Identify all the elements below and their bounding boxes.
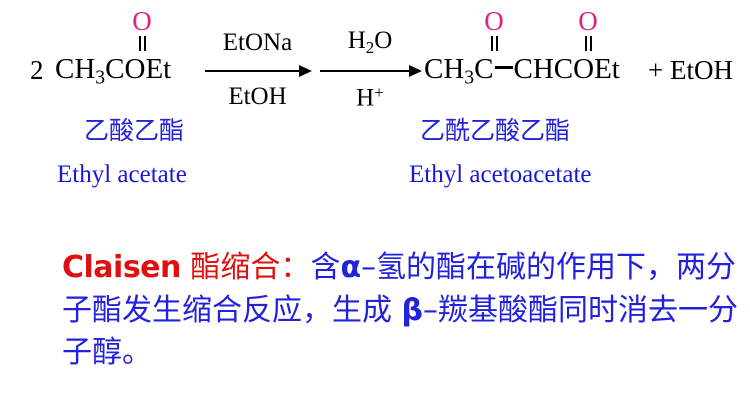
product-name-chinese: 乙酰乙酸乙酯 xyxy=(420,116,571,145)
product-formula-part1-prefix: CH xyxy=(424,53,465,85)
product-formula: CH3C CHCOEt xyxy=(424,55,620,88)
product-carbonyl-group-ester: O xyxy=(575,8,601,51)
water-prefix: H xyxy=(347,27,366,54)
reactant-formula-prefix: CH xyxy=(55,53,96,85)
double-bond-icon xyxy=(584,36,592,51)
single-bond-icon xyxy=(494,66,513,70)
description-body-part-3: –羰基酸酯同时消去一分子醇。 xyxy=(62,292,739,371)
stoichiometric-coefficient: 2 xyxy=(30,55,44,85)
reactant-name-chinese: 乙酸乙酯 xyxy=(84,116,185,145)
product-carbonyl-group-ketone: O xyxy=(481,8,507,51)
description-body-part-2: –氢的酯在碱的作用下，两分子酯发生缩合反应，生成 xyxy=(62,250,737,328)
reaction-arrow-icon xyxy=(320,64,422,77)
water-subscript: 2 xyxy=(365,37,375,57)
oxygen-atom-icon: O xyxy=(578,6,598,36)
proton-prefix: H xyxy=(356,84,375,112)
double-bond-icon xyxy=(490,36,498,51)
description-body-part-1: 含 xyxy=(310,250,341,285)
product-formula-part1-subscript: 3 xyxy=(464,66,475,89)
reactant-carbonyl-group: O xyxy=(129,8,155,51)
reagent-above-arrow-1: EtONa xyxy=(222,29,293,56)
reactant-formula: CH3COEt xyxy=(55,55,171,88)
description-paragraph: Claisen 酯缩合：含α–氢的酯在碱的作用下，两分子酯发生缩合反应，生成 β… xyxy=(62,247,742,375)
oxygen-atom-icon: O xyxy=(132,6,152,36)
beta-symbol: β xyxy=(401,292,424,328)
reaction-term: Claisen xyxy=(62,250,181,285)
product-name-english: Ethyl acetoacetate xyxy=(409,161,592,188)
double-bond-icon xyxy=(138,36,146,51)
oxygen-atom-icon: O xyxy=(484,6,504,36)
reaction-heading-chinese: 酯缩合： xyxy=(180,250,311,285)
reagent-below-arrow-2: H+ xyxy=(320,84,420,111)
byproduct-formula: + EtOH xyxy=(648,55,733,85)
reactant-formula-subscript: 3 xyxy=(95,66,106,89)
reaction-arrow-icon xyxy=(205,64,312,77)
reagent-above-arrow-2: H2O xyxy=(320,28,420,56)
water-suffix: O xyxy=(374,27,393,54)
reactant-formula-suffix: COEt xyxy=(105,53,172,85)
alpha-symbol: α xyxy=(340,250,362,285)
proton-superscript: + xyxy=(374,83,384,102)
product-formula-part2: CHCOEt xyxy=(513,53,620,85)
product-formula-part1-suffix: C xyxy=(474,53,494,85)
reactant-name-english: Ethyl acetate xyxy=(57,161,187,188)
reagent-below-arrow-1: EtOH xyxy=(228,83,287,110)
